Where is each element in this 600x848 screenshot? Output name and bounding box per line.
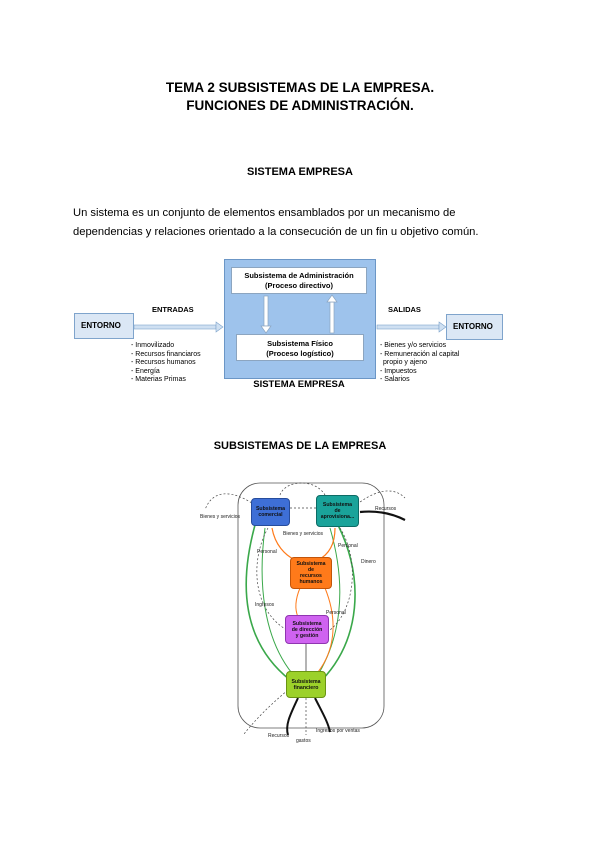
node-text: Subsistema: [255, 506, 286, 512]
label-personal-right: Personal: [338, 543, 358, 549]
input-item: - Energía: [131, 367, 160, 375]
label-bienes-servicios-mid: Bienes y servicios: [283, 531, 324, 537]
entorno-right-box: ENTORNO: [446, 314, 503, 340]
paragraph: Un sistema es un conjunto de elementos e…: [73, 204, 533, 242]
node-text: de: [307, 567, 315, 573]
arrow-right-entradas-icon: [133, 321, 224, 333]
doc-title-line1: TEMA 2 SUBSISTEMAS DE LA EMPRESA.: [165, 80, 435, 95]
label-recursos-bottom: Recursos: [268, 733, 290, 739]
fisico-subsystem-subtitle: (Proceso logístico): [266, 348, 334, 358]
entradas-label: ENTRADAS: [152, 305, 194, 314]
output-item: - Bienes y/o servicios: [380, 342, 447, 349]
flow-orange: [317, 587, 334, 673]
flow-green: [321, 524, 356, 681]
label-bienes-servicios-left: Bienes y servicios: [200, 514, 241, 520]
label-gastos: gastos: [296, 738, 311, 744]
node-text: aprovisiona...: [320, 514, 355, 520]
salidas-label: SALIDAS: [388, 305, 421, 314]
arrow-up-icon: [326, 294, 338, 334]
label-personal-mid: Personal: [326, 610, 346, 616]
paragraph-line1: Un sistema es un conjunto de elementos e…: [73, 207, 456, 219]
flow-dashed: [359, 490, 406, 503]
output-item: - Salarios: [380, 376, 410, 384]
input-item: - Recursos humanos: [131, 359, 196, 367]
admin-subsystem-box: Subsistema de Administración (Proceso di…: [231, 267, 367, 294]
system-label: SISTEMA EMPRESA: [253, 379, 345, 390]
node-text: Subsistema: [322, 502, 353, 508]
node-text: Subsistema: [292, 620, 322, 627]
input-item: - Inmovilizado: [131, 342, 175, 349]
flow-bottom: [314, 697, 331, 733]
arrow-down-icon: [260, 295, 272, 334]
node-text: y gestión: [295, 632, 319, 639]
enterprise-boundary: [237, 482, 385, 729]
label-recursos-right: Recursos: [375, 506, 397, 512]
fisico-subsystem-title: Subsistema Físico: [267, 339, 333, 348]
flow-green: [261, 527, 297, 679]
arrow-right-salidas-icon: [376, 321, 447, 333]
diagram2-connections: [204, 482, 406, 736]
outputs-list: - Bienes y/o servicios - Remuneración al…: [380, 342, 459, 385]
flow-dashed: [256, 527, 288, 631]
node-text: de: [334, 508, 341, 514]
output-item: propio y ajeno: [383, 359, 427, 367]
flow-orange: [295, 587, 301, 618]
label-dinero: Dinero: [361, 559, 376, 565]
paragraph-line2: dependencias y relaciones orientado a la…: [73, 226, 479, 238]
diagram1-arrows: [133, 294, 447, 334]
input-item: - Recursos financiaros: [131, 350, 201, 358]
section-title-subsistemas: SUBSISTEMAS DE LA EMPRESA: [213, 440, 387, 452]
fisico-subsystem-box: Subsistema Físico (Proceso logístico): [236, 334, 364, 361]
output-item: - Impuestos: [380, 367, 417, 375]
admin-subsystem-title: Subsistema de Administración: [244, 271, 354, 280]
doc-title-line2: FUNCIONES DE ADMINISTRACIÓN.: [186, 98, 414, 113]
inputs-list: - Inmovilizado - Recursos financiaros - …: [131, 342, 201, 385]
admin-subsystem-subtitle: (Proceso directivo): [265, 280, 333, 290]
node-text: Subsistema: [296, 561, 326, 567]
flow-bottom: [286, 697, 299, 736]
label-ingresos-ventas: Ingresos por ventas: [316, 728, 360, 734]
node-text: de dirección: [291, 626, 323, 633]
label-personal-left: Personal: [257, 549, 277, 555]
flow-dashed: [329, 527, 353, 631]
output-item: - Remuneración al capital: [380, 350, 460, 358]
input-item: - Materias Primas: [131, 376, 186, 384]
node-text: recursos humanos: [299, 573, 323, 585]
label-ingresos-left: Ingresos: [255, 602, 275, 608]
flow-dashed: [204, 493, 256, 511]
node-text: comercial: [258, 512, 283, 518]
node-text: financiero: [293, 684, 319, 691]
node-text: Subsistema: [291, 678, 321, 685]
flow-dashed: [243, 689, 289, 735]
entorno-left-box: ENTORNO: [74, 313, 134, 339]
flow-dashed: [279, 482, 326, 496]
flow-input-right: [359, 510, 406, 521]
flow-green: [245, 524, 291, 681]
section-title-sistema-empresa: SISTEMA EMPRESA: [247, 166, 353, 178]
